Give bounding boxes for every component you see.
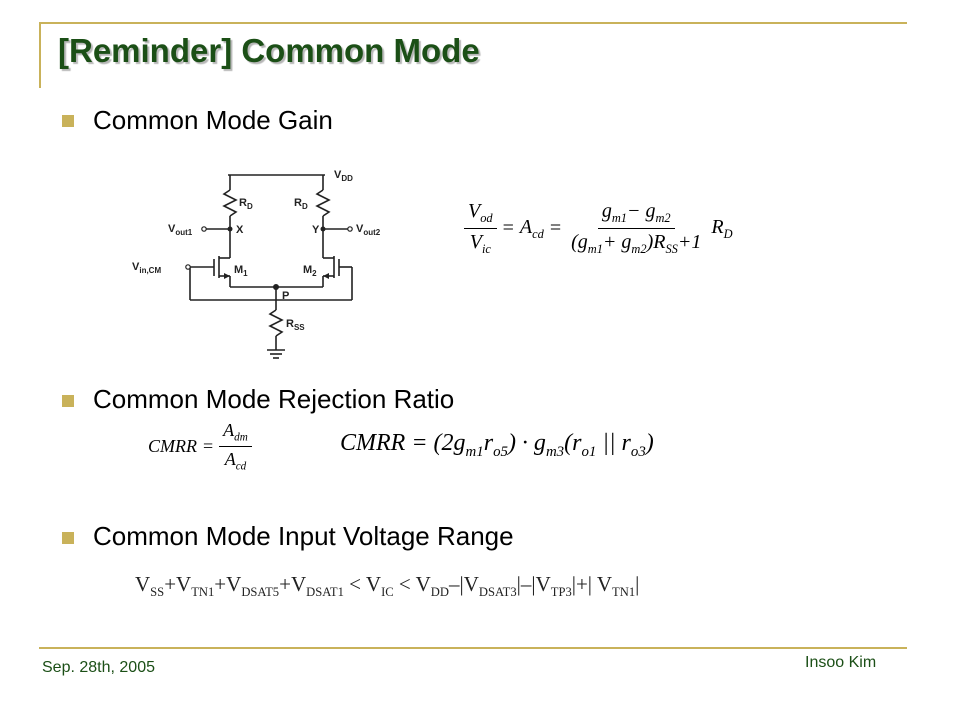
bullet-cmrr: Common Mode Rejection Ratio (93, 384, 455, 414)
svg-text:P: P (282, 290, 289, 302)
bullet-marker-3 (62, 532, 74, 544)
cmrr-definition: CMRR = Adm Acd (148, 420, 252, 472)
svg-text:VDD: VDD (334, 169, 353, 183)
svg-text:M1: M1 (234, 264, 248, 278)
svg-text:Vout1: Vout1 (168, 223, 193, 237)
svg-text:RD: RD (239, 197, 253, 211)
gain-ratio: Vod Vic (464, 200, 497, 257)
cmrr-expression: CMRR = (2gm1ro5) · gm3(ro1 || ro3) (340, 430, 654, 460)
gain-fraction: gm1− gm2 (gm1+ gm2)RSS+1 (571, 200, 702, 256)
bullet-marker-1 (62, 115, 74, 127)
svg-text:RD: RD (294, 197, 308, 211)
slide-title: [Reminder] Common Mode (58, 32, 480, 69)
left-accent-line (39, 22, 41, 88)
input-range-expression: VSS+VTN1+VDSAT5+VDSAT1 < VIC < VDD–|VDSA… (135, 572, 640, 600)
circuit-diagram: VDD RD RD Vout1 Vout2 X Y Vin,CM M1 M2 P… (132, 169, 381, 359)
footer-date: Sep. 28th, 2005 (42, 659, 155, 676)
svg-text:Y: Y (312, 224, 320, 236)
svg-text:M2: M2 (303, 264, 317, 278)
bottom-rule (39, 647, 907, 649)
cmrr-fraction: Adm Acd (219, 420, 252, 472)
top-rule (39, 22, 907, 24)
footer-author: Insoo Kim (805, 654, 877, 671)
bullet-input-range: Common Mode Input Voltage Range (93, 521, 514, 551)
gain-equation: Vod Vic = Acd = gm1− gm2 (gm1+ gm2)RSS+1… (464, 200, 733, 257)
bullet-marker-2 (62, 395, 74, 407)
bullet-common-mode-gain: Common Mode Gain (93, 105, 333, 135)
svg-text:Vin,CM: Vin,CM (132, 261, 161, 275)
svg-text:X: X (236, 224, 244, 236)
svg-text:Vout2: Vout2 (356, 223, 381, 237)
svg-text:RSS: RSS (286, 318, 305, 332)
